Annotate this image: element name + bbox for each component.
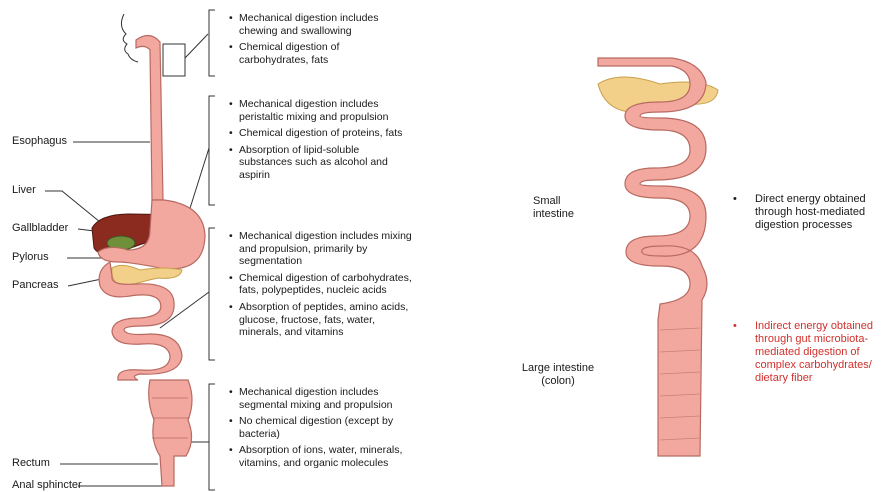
- pylorus-label: Pylorus: [12, 251, 49, 264]
- large-intestine-item: Absorption of ions, water, minerals, vit…: [229, 444, 419, 469]
- right-small-intestine-shape: [598, 58, 707, 456]
- pancreas-label: Pancreas: [12, 279, 58, 292]
- mouth-function-list: Mechanical digestion includes chewing an…: [229, 12, 404, 70]
- rectum-label: Rectum: [12, 457, 50, 470]
- small-intestine-item: Chemical digestion of carbohydrates, fat…: [229, 272, 419, 297]
- small-intestine-function-list: Mechanical digestion includes mixing and…: [229, 230, 419, 343]
- large-intestine-bracket: [209, 384, 215, 490]
- large-intestine-item: No chemical digestion (except by bacteri…: [229, 415, 419, 440]
- small-intestine-label: Small intestine: [533, 195, 593, 221]
- small-intestine-item: Mechanical digestion includes mixing and…: [229, 230, 419, 268]
- gallbladder-label: Gallbladder: [12, 222, 68, 235]
- direct-energy-note: • Direct energy obtained through host-me…: [755, 193, 880, 232]
- bullet-dot: •: [733, 193, 737, 206]
- direct-energy-text: Direct energy obtained through host-medi…: [755, 193, 866, 231]
- large-intestine-item: Mechanical digestion includes segmental …: [229, 386, 419, 411]
- mouth-callout-box: [163, 44, 185, 76]
- esophagus-shape: [136, 35, 163, 200]
- esophagus-label: Esophagus: [12, 135, 67, 148]
- head-outline: [121, 14, 138, 62]
- mouth-leader: [185, 34, 208, 58]
- small-intestine-item: Absorption of peptides, amino acids, glu…: [229, 301, 419, 339]
- large-intestine-shape: [149, 380, 192, 486]
- large-intestine-label: Large intestine (colon): [513, 362, 603, 388]
- mouth-bracket: [209, 10, 215, 76]
- bullet-dot: •: [733, 320, 737, 333]
- indirect-energy-text: Indirect energy obtained through gut mic…: [755, 320, 873, 384]
- stomach-item: Mechanical digestion includes peristalti…: [229, 98, 407, 123]
- small-intestine-bracket: [209, 228, 215, 360]
- pancreas-shape: [112, 265, 182, 286]
- anal-sphincter-label: Anal sphincter: [12, 479, 82, 492]
- stomach-item: Absorption of lipid-soluble substances s…: [229, 144, 407, 182]
- liver-leader: [45, 191, 100, 222]
- mouth-item: Chemical digestion of carbohydrates, fat…: [229, 41, 404, 66]
- stomach-bracket: [209, 96, 215, 205]
- liver-label: Liver: [12, 184, 36, 197]
- indirect-energy-note: • Indirect energy obtained through gut m…: [755, 320, 885, 385]
- large-intestine-function-list: Mechanical digestion includes segmental …: [229, 386, 419, 474]
- stomach-item: Chemical digestion of proteins, fats: [229, 127, 407, 140]
- stomach-function-list: Mechanical digestion includes peristalti…: [229, 98, 407, 186]
- mouth-item: Mechanical digestion includes chewing an…: [229, 12, 404, 37]
